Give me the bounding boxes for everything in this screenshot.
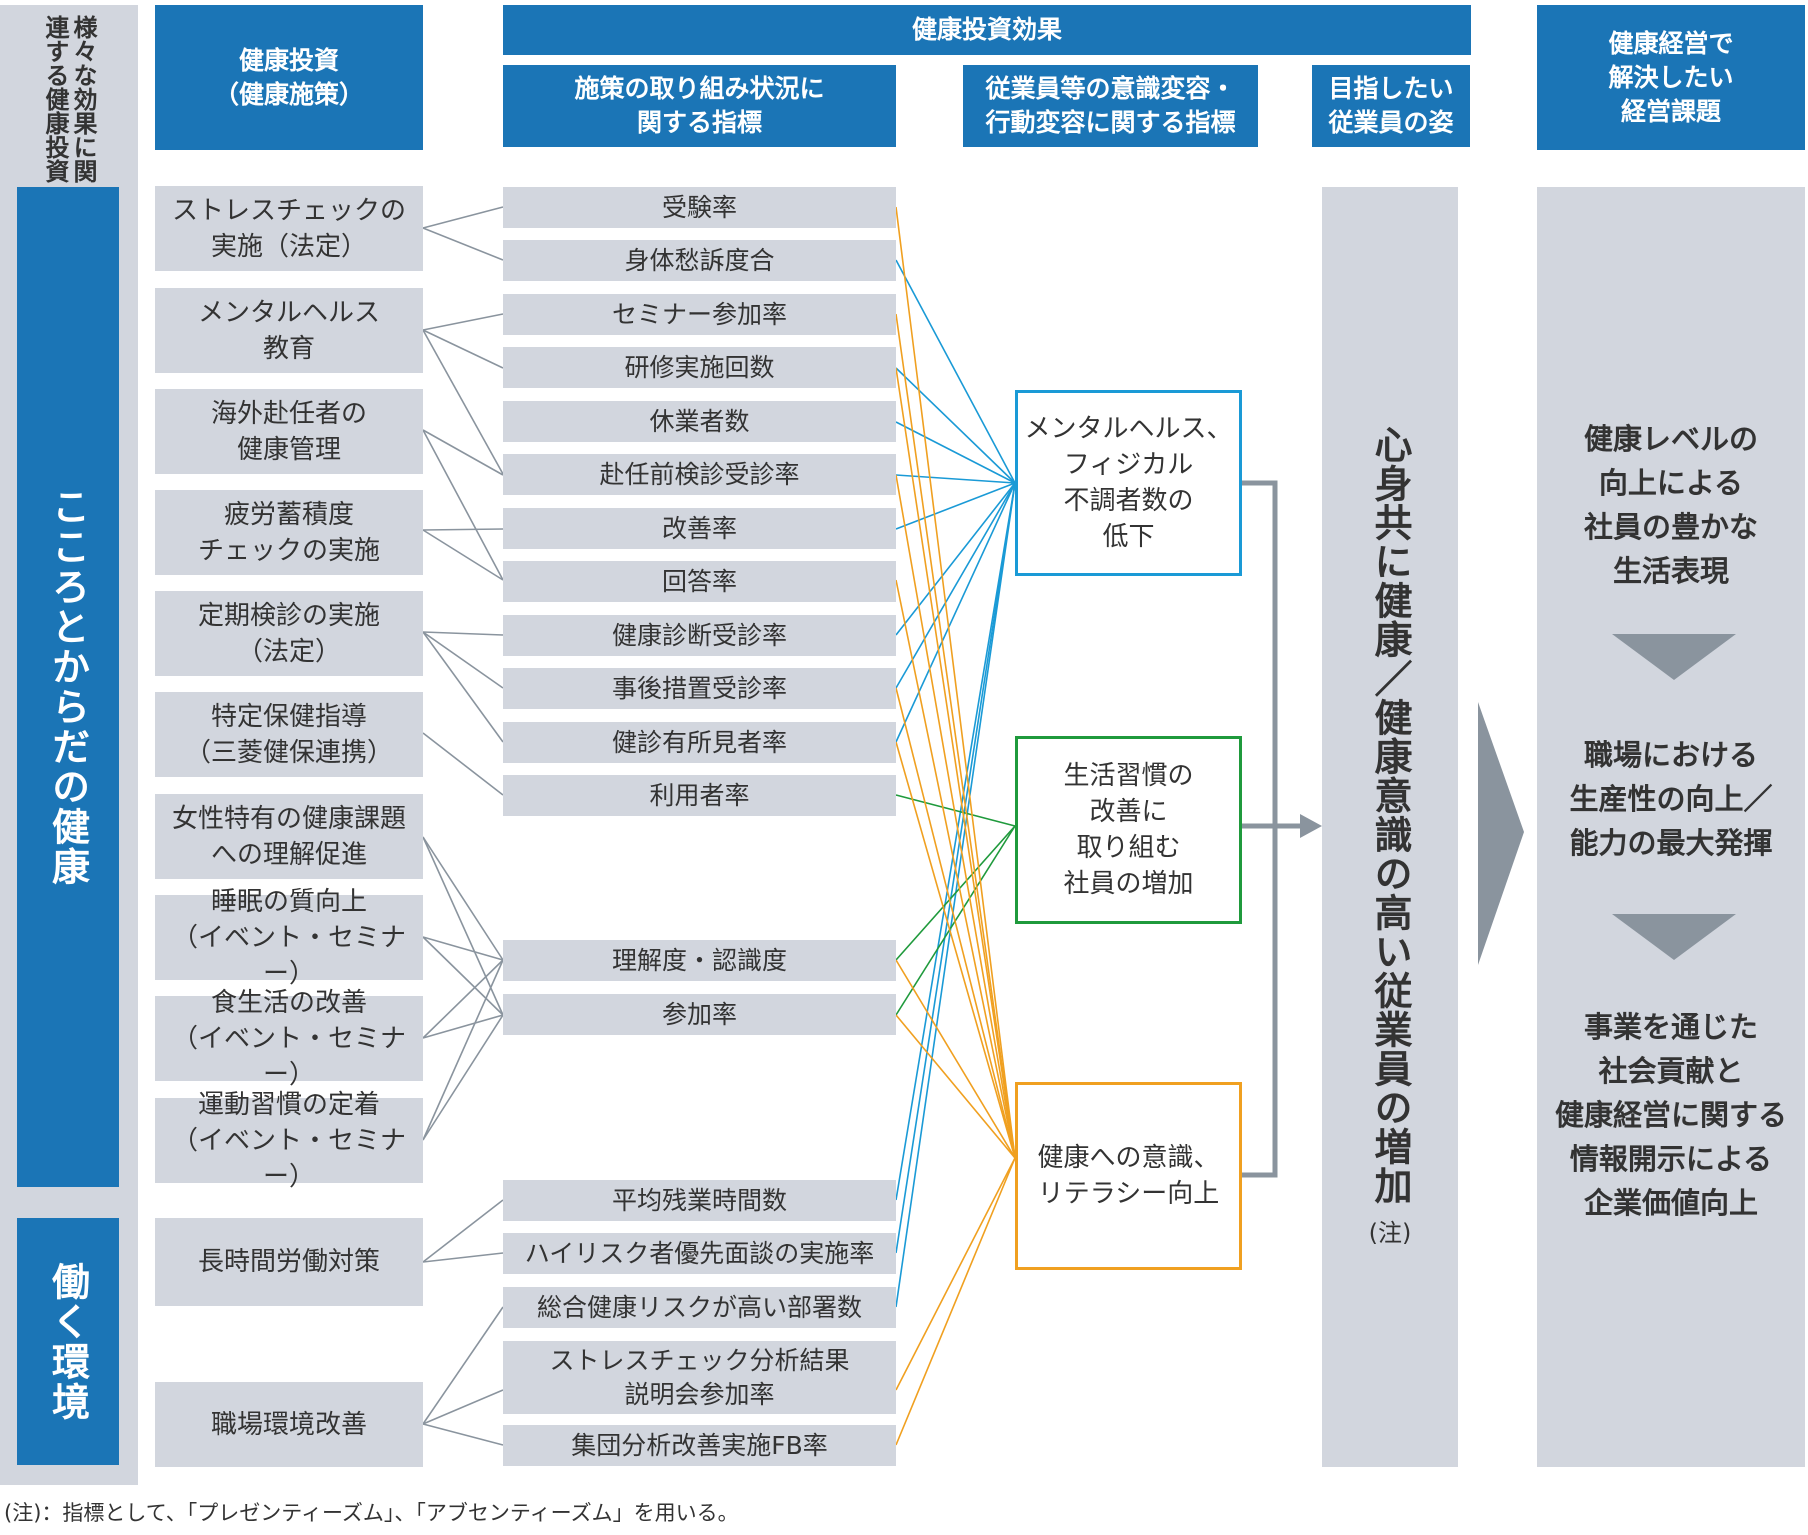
indicator-group-analysis-fb: 集団分析改善実施FB率 (503, 1425, 896, 1466)
investment-long-hours: 長時間労働対策 (155, 1218, 423, 1306)
indicator-improvement-rate: 改善率 (503, 508, 896, 549)
bracket-arrow-head (1300, 814, 1322, 838)
goal-corporate-value: 事業を通じた 社会貢献と 健康経営に関する 情報開示による 企業価値向上 (1554, 1010, 1787, 1220)
indicator-overtime: 平均残業時間数 (503, 1180, 896, 1221)
related-investment-label: 様々な効果に関連する健康投資 (41, 15, 97, 183)
category-mind-body: こころとからだの健康 (17, 187, 119, 1187)
big-right-arrow (1478, 702, 1524, 965)
investment-overseas-health: 海外赴任者の 健康管理 (155, 389, 423, 474)
mental-links (895, 259, 1016, 1308)
investment-specific-health-guidance: 特定保健指導 （三菱健保連携） (155, 692, 423, 777)
indicator-followup-rate: 事後措置受診率 (503, 668, 896, 709)
category-work-environment: 働く環境 (17, 1218, 119, 1465)
indicator-understanding: 理解度・認識度 (503, 940, 896, 981)
indicator-findings-rate: 健診有所見者率 (503, 722, 896, 763)
awareness-indicator-header: 従業員等の意識変容・ 行動変容に関する指標 (963, 65, 1258, 147)
investment-workplace-environment: 職場環境改善 (155, 1382, 423, 1467)
bracket-arrow (1242, 480, 1303, 1178)
target-employee-text: 心身共に健康／健康意識の高い従業員の増加 (1368, 425, 1412, 1205)
indicator-absentee-count: 休業者数 (503, 401, 896, 442)
indicator-predeparture-checkup: 赴任前検診受診率 (503, 454, 896, 495)
indicator-user-rate: 利用者率 (503, 775, 896, 816)
target-employee-header: 目指したい 従業員の姿 (1312, 65, 1470, 147)
indicator-response-rate: 回答率 (503, 561, 896, 602)
effect-health-literacy: 健康への意識、 リテラシー向上 (1015, 1082, 1242, 1270)
footnote: (注)：指標として、「プレゼンティーズム」、「アブセンティーズム」を用いる。 (4, 1501, 739, 1525)
management-goals-panel (1537, 187, 1805, 1467)
indicator-checkup-rate: 健康診断受診率 (503, 615, 896, 656)
investment-regular-checkup: 定期検診の実施 （法定） (155, 591, 423, 676)
investment-women-health: 女性特有の健康課題 への理解促進 (155, 794, 423, 879)
effect-mental-physical: メンタルヘルス、 フィジカル 不調者数の 低下 (1015, 390, 1242, 576)
indicator-participation: 参加率 (503, 994, 896, 1035)
goal-productivity: 職場における 生産性の向上／ 能力の最大発揮 (1569, 738, 1773, 860)
indicator-training-count: 研修実施回数 (503, 347, 896, 388)
investment-header: 健康投資 （健康施策） (155, 5, 423, 150)
indicator-seminar-participation: セミナー参加率 (503, 294, 896, 335)
indicator-stress-briefing: ストレスチェック分析結果 説明会参加率 (503, 1341, 896, 1414)
goal-arrow-2 (1612, 914, 1736, 960)
indicator-physical-complaints: 身体愁訴度合 (503, 240, 896, 281)
investment-exercise: 運動習慣の定着 （イベント・セミナー） (155, 1090, 423, 1192)
investment-links (422, 206, 504, 1446)
literacy-links (895, 206, 1016, 1446)
investment-fatigue-check: 疲労蓄積度 チェックの実施 (155, 490, 423, 575)
investment-stress-check: ストレスチェックの 実施（法定） (155, 186, 423, 271)
investment-mental-health-education: メンタルヘルス 教育 (155, 288, 423, 373)
effect-lifestyle-habits: 生活習慣の 改善に 取り組む 社員の増加 (1015, 736, 1242, 924)
habit-links (895, 794, 1016, 1016)
target-employee-panel (1322, 187, 1458, 1467)
effect-header: 健康投資効果 (503, 5, 1471, 55)
indicator-highrisk-departments: 総合健康リスクが高い部署数 (503, 1287, 896, 1328)
investment-sleep: 睡眠の質向上 （イベント・セミナー） (155, 887, 423, 989)
indicator-exam-rate: 受験率 (503, 187, 896, 228)
policy-indicator-header: 施策の取り組み状況に 関する指標 (503, 65, 896, 147)
goal-arrow-1 (1612, 634, 1736, 680)
investment-diet: 食生活の改善 （イベント・セミナー） (155, 988, 423, 1090)
target-employee-note: (注) (1368, 1218, 1412, 1247)
indicator-highrisk-interview: ハイリスク者優先面談の実施率 (503, 1233, 896, 1274)
goal-health-level: 健康レベルの 向上による 社員の豊かな 生活表現 (1583, 422, 1758, 588)
management-header: 健康経営で 解決したい 経営課題 (1537, 5, 1805, 150)
